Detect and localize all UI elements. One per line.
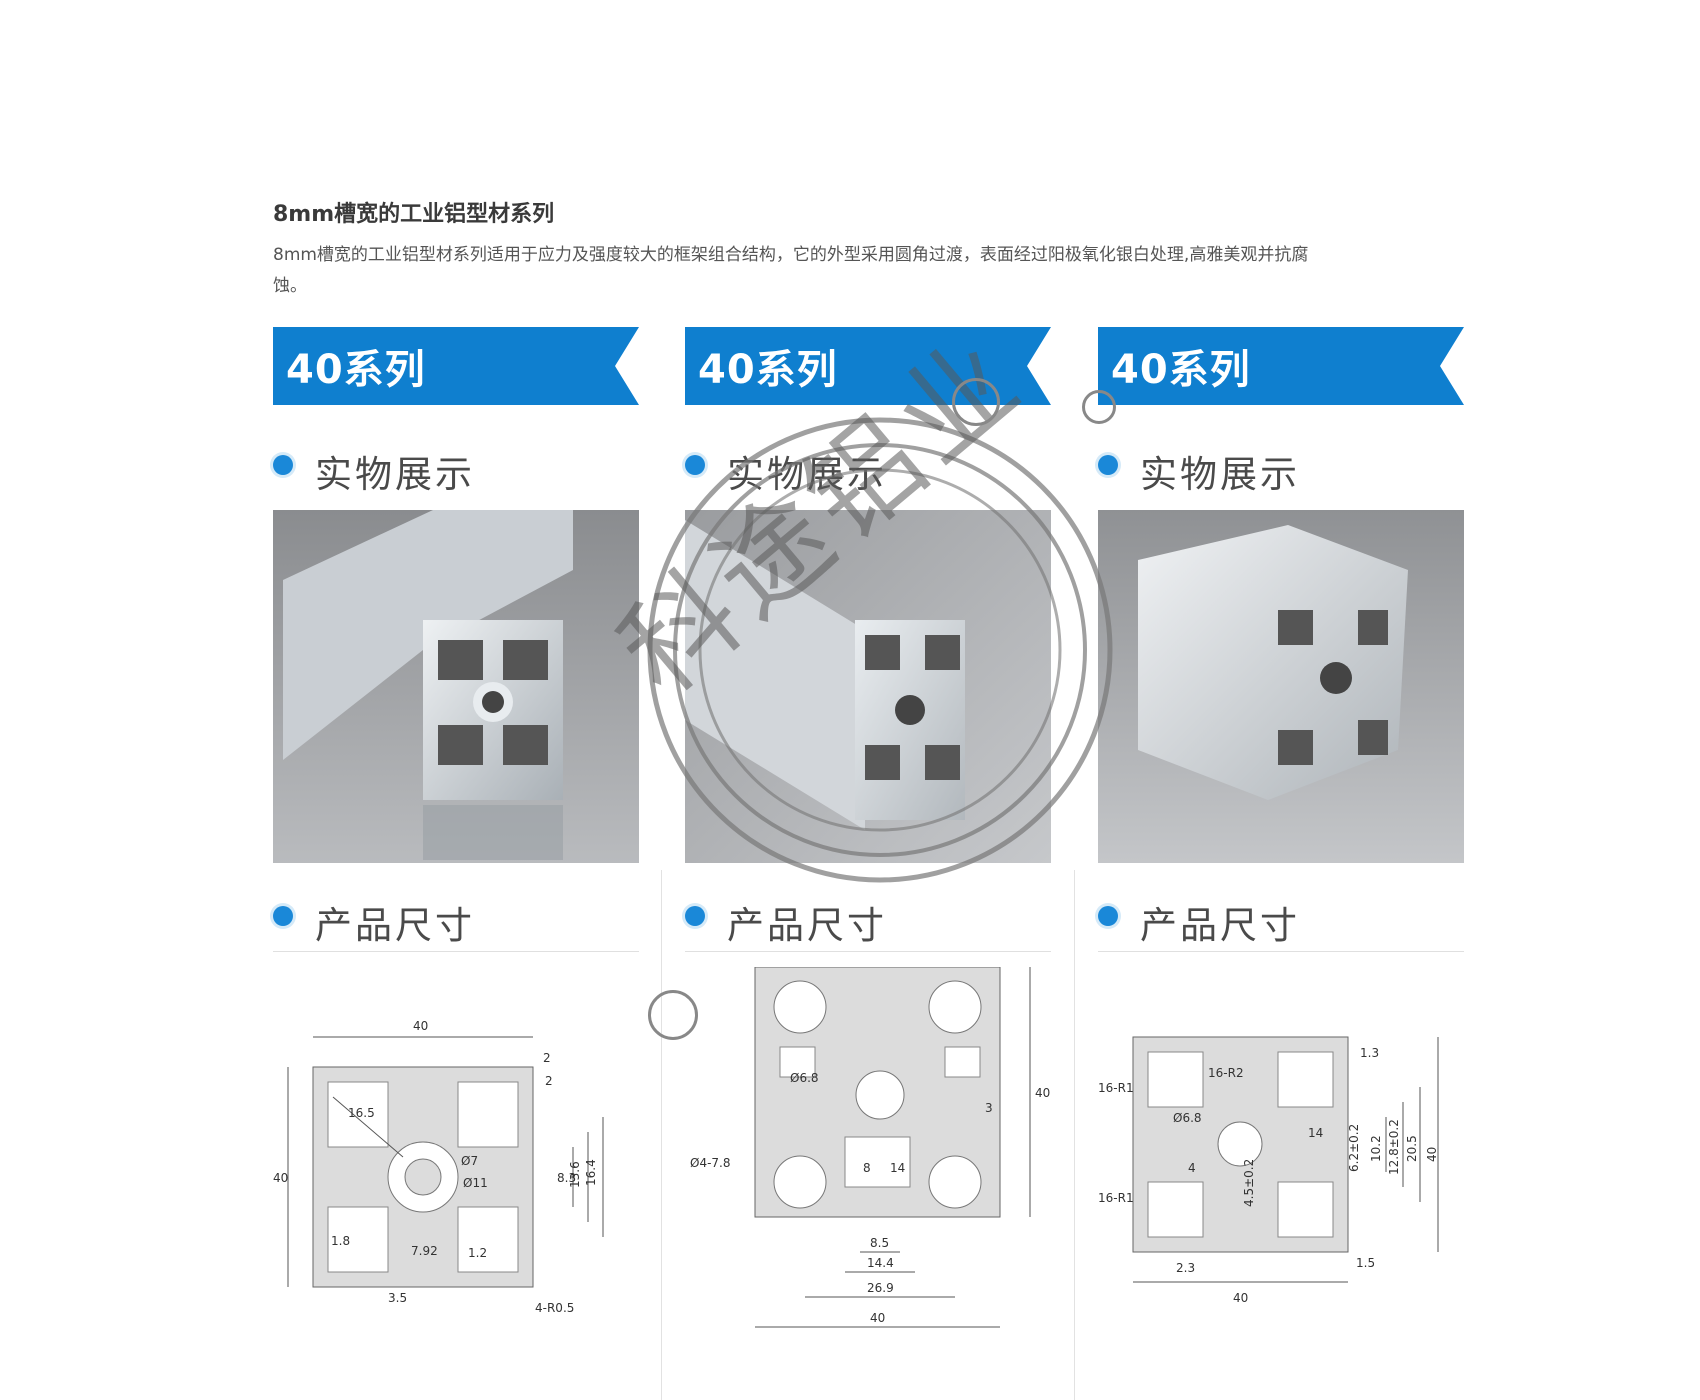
dim-label: 1.3 [1360, 1046, 1379, 1060]
dim-label: 1.2 [468, 1246, 487, 1260]
series-banner: 40系列 [1098, 327, 1464, 405]
bullet-dot-icon [273, 455, 293, 475]
dim-label: 6.2±0.2 [1347, 1124, 1361, 1172]
dim-label: 16.5 [348, 1106, 375, 1120]
dimension-drawing: Ø6.8 40 3 Ø4-7.8 8 14 8.5 14.4 26.9 40 [690, 967, 1050, 1328]
dim-label: 3.5 [388, 1291, 407, 1305]
dim-label: 20.5 [1405, 1135, 1419, 1162]
page-title: 8mm槽宽的工业铝型材系列 [273, 202, 555, 227]
dim-label: 40 [1233, 1291, 1248, 1305]
dimension-drawing: 16-R1 16-R2 Ø6.8 1.3 14 6.2±0.2 10.2 12.… [1098, 1036, 1439, 1305]
dim-label: Ø6.8 [1173, 1111, 1202, 1125]
series-label: 40系列 [698, 347, 838, 393]
dim-label: 13.6 [568, 1161, 582, 1188]
dim-label: 14.4 [867, 1256, 894, 1270]
section-divider [1098, 951, 1464, 952]
product-column-2: 40系列 实物展示 产品尺寸 Ø6 [685, 327, 1051, 1400]
dim-label: 14 [890, 1161, 905, 1175]
product-column-3: 40系列 实物展示 产品尺寸 16-R1 16-R2 Ø6 [1098, 327, 1464, 1400]
dim-label: 4 [1188, 1161, 1196, 1175]
dim-label: Ø11 [463, 1176, 488, 1190]
dimension-drawing: 40 40 2 2 16.5 Ø7 Ø11 8.3 13.6 16.4 7.92… [273, 1019, 604, 1315]
circle-mark-icon [1082, 390, 1116, 424]
dim-label: 8.3 [557, 1171, 576, 1185]
circle-mark-icon [952, 378, 1000, 426]
section-divider [273, 951, 639, 952]
dim-label: Ø4-7.8 [690, 1156, 731, 1170]
dim-label: 40 [1035, 1086, 1050, 1100]
product-photo [685, 510, 1051, 863]
dim-label: 16-R1 [1098, 1191, 1134, 1205]
column-divider [1074, 870, 1075, 1400]
column-divider [661, 870, 662, 1400]
product-photo [1098, 510, 1464, 863]
dim-label: 40 [273, 1171, 288, 1185]
dim-label: 1.8 [331, 1234, 350, 1248]
series-label: 40系列 [1111, 347, 1251, 393]
dim-label: 16-R1 [1098, 1081, 1134, 1095]
product-photo [273, 510, 639, 863]
dim-label: 40 [413, 1019, 428, 1033]
dim-label: 8.5 [870, 1236, 889, 1250]
series-banner: 40系列 [273, 327, 639, 405]
dim-label: 16-R2 [1208, 1066, 1244, 1080]
dim-label: Ø7 [461, 1154, 478, 1168]
dim-label: 12.8±0.2 [1387, 1119, 1401, 1175]
dim-label: 7.92 [411, 1244, 438, 1258]
dim-label: 2 [543, 1051, 551, 1065]
dim-label: Ø6.8 [790, 1071, 819, 1085]
product-column-1: 40系列 实物展示 产品尺寸 40 [273, 327, 639, 1400]
dim-label: 1.5 [1356, 1256, 1375, 1270]
bullet-dot-icon [685, 455, 705, 475]
section-divider [685, 951, 1051, 952]
series-label: 40系列 [286, 347, 426, 393]
dim-label: 40 [1425, 1147, 1439, 1162]
dim-label: 26.9 [867, 1281, 894, 1295]
dim-label: 16.4 [584, 1159, 598, 1186]
circle-mark-icon [648, 990, 698, 1040]
dim-label: 8 [863, 1161, 871, 1175]
dim-label: 40 [870, 1311, 885, 1325]
dim-label: 2.3 [1176, 1261, 1195, 1275]
dim-label: 3 [985, 1101, 993, 1115]
dim-label: 10.2 [1369, 1135, 1383, 1162]
bullet-dot-icon [273, 906, 293, 926]
bullet-dot-icon [1098, 455, 1118, 475]
dim-label: 2 [545, 1074, 553, 1088]
bullet-dot-icon [685, 906, 705, 926]
bullet-dot-icon [1098, 906, 1118, 926]
dim-label: 4.5±0.2 [1242, 1159, 1256, 1207]
dim-label: 4-R0.5 [535, 1301, 574, 1315]
page-description: 8mm槽宽的工业铝型材系列适用于应力及强度较大的框架组合结构，它的外型采用圆角过… [273, 245, 1309, 296]
dim-label: 14 [1308, 1126, 1323, 1140]
